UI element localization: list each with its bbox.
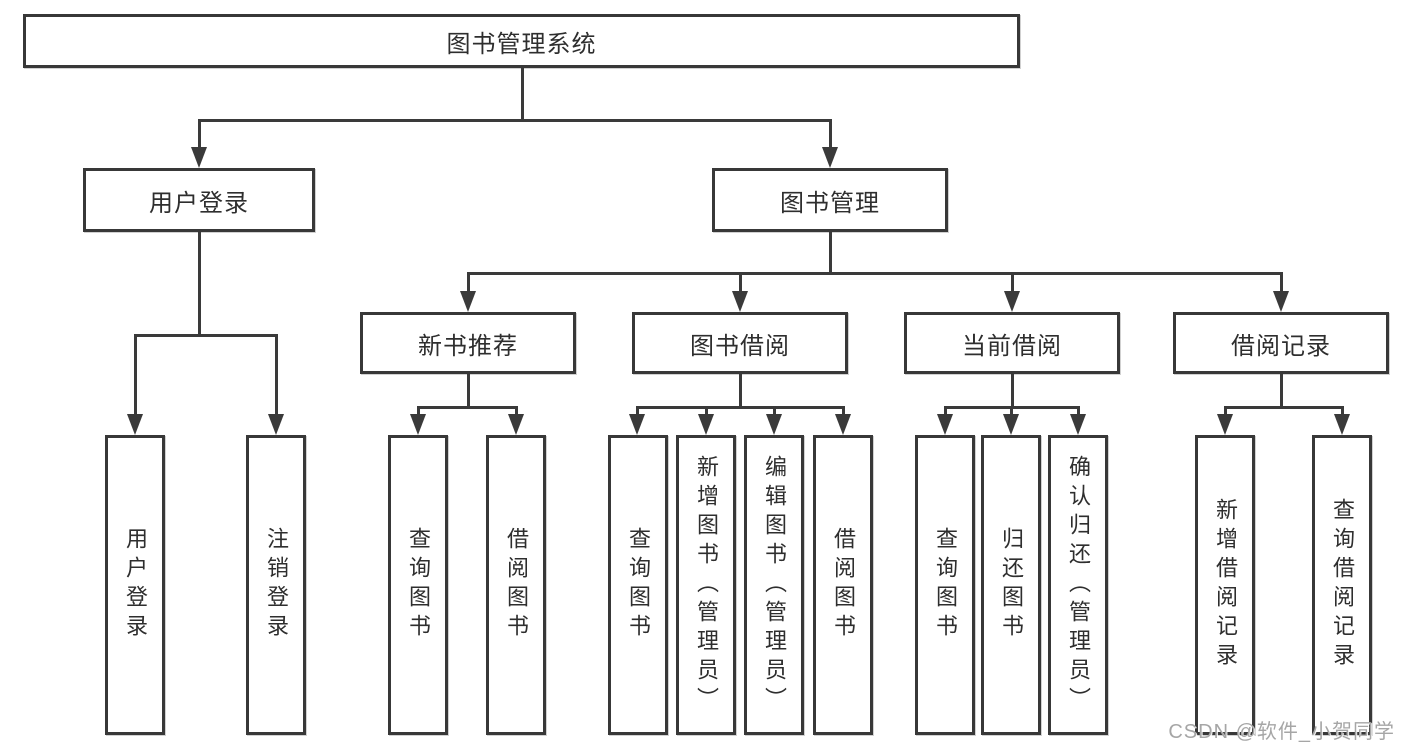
node-new-book-recommend: 新书推荐 [360,312,576,374]
leaf-user-login-label: 用户登录 [123,527,148,643]
leaf-query-book-2-label: 查询图书 [626,527,651,643]
leaf-query-borrow-record-label: 查询借阅记录 [1330,498,1355,672]
node-user-login: 用户登录 [83,168,315,232]
connector-vline [773,406,776,416]
connector-hline [467,272,1283,275]
connector-vline [275,334,278,416]
arrowhead-down [937,414,953,435]
connector-vline [198,232,201,337]
node-library-system: 图书管理系统 [23,14,1020,68]
arrowhead-down [508,414,524,435]
connector-vline [467,272,470,294]
connector-hline [134,334,278,337]
node-book-management: 图书管理 [712,168,948,232]
leaf-query-book-3: 查询图书 [915,435,975,735]
arrowhead-down [268,414,284,435]
node-current-borrow-label: 当前借阅 [962,332,1062,360]
connector-vline [829,119,832,149]
connector-vline [134,334,137,416]
connector-vline [1341,406,1344,416]
arrowhead-down [1273,291,1289,312]
leaf-query-book-1-label: 查询图书 [406,527,431,643]
arrowhead-down [1334,414,1350,435]
connector-vline [944,406,947,416]
connector-hline [417,406,518,409]
connector-vline [739,374,742,409]
arrowhead-down [191,147,207,168]
node-user-login-label: 用户登录 [149,189,249,217]
leaf-borrow-book-2-label: 借阅图书 [831,527,856,643]
node-book-management-label: 图书管理 [780,189,880,217]
connector-vline [1077,406,1080,416]
connector-vline [1011,272,1014,294]
leaf-add-borrow-record-label: 新增借阅记录 [1213,498,1238,672]
connector-vline [1010,406,1013,416]
arrowhead-down [1004,291,1020,312]
node-book-borrow-label: 图书借阅 [690,332,790,360]
leaf-add-borrow-record: 新增借阅记录 [1195,435,1255,735]
leaf-borrow-book-1: 借阅图书 [486,435,546,735]
connector-vline [739,272,742,294]
arrowhead-down [410,414,426,435]
leaf-confirm-return-admin: 确认归还（管理员） [1048,435,1108,735]
leaf-return-book-label: 归还图书 [999,527,1024,643]
leaf-query-book-3-label: 查询图书 [933,527,958,643]
node-borrow-records-label: 借阅记录 [1231,332,1331,360]
arrowhead-down [629,414,645,435]
leaf-query-borrow-record: 查询借阅记录 [1312,435,1372,735]
node-library-system-label: 图书管理系统 [446,30,597,58]
connector-vline [417,406,420,416]
connector-vline [1280,374,1283,409]
connector-vline [842,406,845,416]
connector-hline [1224,406,1344,409]
leaf-edit-book-admin: 编辑图书（管理员） [744,435,804,735]
arrowhead-down [460,291,476,312]
connector-vline [467,374,470,409]
leaf-query-book-2: 查询图书 [608,435,668,735]
arrowhead-down [698,414,714,435]
connector-vline [1224,406,1227,416]
arrowhead-down [127,414,143,435]
node-book-borrow: 图书借阅 [632,312,848,374]
connector-vline [1280,272,1283,294]
leaf-logout-label: 注销登录 [264,527,289,643]
leaf-user-login: 用户登录 [105,435,165,735]
arrowhead-down [822,147,838,168]
arrowhead-down [766,414,782,435]
leaf-return-book: 归还图书 [981,435,1041,735]
arrowhead-down [1217,414,1233,435]
node-current-borrow: 当前借阅 [904,312,1120,374]
connector-vline [829,232,832,275]
node-borrow-records: 借阅记录 [1173,312,1389,374]
connector-vline [515,406,518,416]
arrowhead-down [732,291,748,312]
arrowhead-down [835,414,851,435]
leaf-add-book-admin-label: 新增图书（管理员） [694,454,719,716]
arrowhead-down [1070,414,1086,435]
connector-vline [521,68,524,122]
leaf-add-book-admin: 新增图书（管理员） [676,435,736,735]
connector-hline [198,119,832,122]
connector-hline [636,406,844,409]
leaf-confirm-return-admin-label: 确认归还（管理员） [1066,454,1091,716]
leaf-logout: 注销登录 [246,435,306,735]
node-new-book-recommend-label: 新书推荐 [418,332,518,360]
leaf-query-book-1: 查询图书 [388,435,448,735]
connector-vline [636,406,639,416]
leaf-edit-book-admin-label: 编辑图书（管理员） [762,454,787,716]
connector-vline [198,119,201,149]
arrowhead-down [1003,414,1019,435]
connector-vline [1011,374,1014,409]
csdn-watermark: CSDN @软件_小贺同学 [1168,721,1395,743]
connector-vline [705,406,708,416]
leaf-borrow-book-2: 借阅图书 [813,435,873,735]
leaf-borrow-book-1-label: 借阅图书 [504,527,529,643]
